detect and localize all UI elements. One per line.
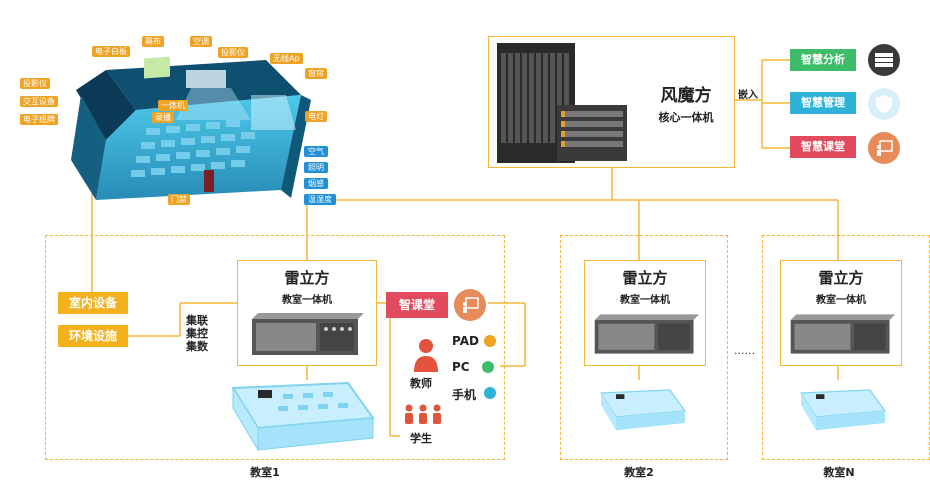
- teacher-label: 教师: [410, 377, 432, 390]
- pad-icon: [484, 335, 496, 347]
- classroom2-unit-title: 雷立方: [622, 269, 668, 287]
- device-pad-label: PAD: [452, 334, 479, 348]
- classroomN-unit-title: 雷立方: [818, 269, 864, 287]
- pc-icon: [482, 361, 494, 373]
- label-curtain: 窗帘: [305, 68, 327, 79]
- classroom2-unit-box: 雷立方 教室一体机: [584, 260, 706, 366]
- classroom2-caption: 教室2: [624, 466, 654, 479]
- classroomN-unit-box: 雷立方 教室一体机: [780, 260, 902, 366]
- device-pc-label: PC: [452, 360, 470, 374]
- smart-analysis-box: 智慧分析: [790, 49, 856, 71]
- core-subtitle: 核心一体机: [658, 111, 714, 124]
- smart-class-box: 智慧课堂: [790, 136, 856, 158]
- label-temp-humidity: 温湿度: [304, 194, 336, 205]
- label-all-in-one: 一体机: [158, 100, 188, 111]
- students-icon: [405, 404, 441, 424]
- label-interactive-device: 交互设备: [20, 96, 58, 107]
- classroomN-caption: 教室N: [823, 466, 855, 479]
- label-projector-top: 投影仪: [218, 47, 248, 58]
- label-smoke: 烟感: [304, 178, 328, 189]
- environment-box: 环境设施: [58, 325, 128, 347]
- label-recording: 录播: [152, 112, 174, 123]
- classroom1-unit-image: [252, 313, 364, 355]
- device-phone-label: 手机: [452, 388, 477, 402]
- smart-class-label: 智课堂: [386, 292, 448, 318]
- classroom2-room-image: [599, 389, 687, 431]
- ellipsis: ......: [734, 344, 755, 357]
- core-server-image: [497, 43, 627, 163]
- label-wireless-ap: 无线Ap: [270, 53, 303, 64]
- indoor-devices-box: 室内设备: [58, 292, 128, 314]
- classroom1-unit-subtitle: 教室一体机: [282, 295, 332, 306]
- label-lighting: 照明: [304, 162, 328, 173]
- core-title: 风魔方: [660, 86, 712, 106]
- classroom1-room-image: [231, 381, 375, 452]
- classroomN-unit-image: [790, 314, 896, 354]
- label-light: 电灯: [305, 111, 327, 122]
- classroom-3d-illustration: [71, 56, 311, 200]
- label-projector-left: 投影仪: [20, 78, 50, 89]
- smart-management-box: 智慧管理: [790, 92, 856, 114]
- student-label: 学生: [410, 432, 432, 445]
- classroom1-unit-title: 雷立方: [284, 269, 330, 287]
- server-icon: [868, 44, 900, 76]
- collect-label-1: 集联: [186, 314, 208, 327]
- classroomN-room-image: [799, 389, 887, 431]
- label-air: 空气: [304, 146, 328, 157]
- collect-label-3: 集数: [186, 340, 208, 353]
- label-screen: 幕布: [142, 36, 164, 47]
- classroom1-caption: 教室1: [250, 466, 280, 479]
- embed-label: 嵌入: [738, 90, 758, 101]
- phone-icon: [484, 387, 496, 399]
- classroom2-unit-image: [594, 314, 700, 354]
- smart-class-icon: [454, 289, 486, 321]
- teacher-icon: [414, 339, 438, 372]
- classroom2-unit-subtitle: 教室一体机: [620, 295, 670, 306]
- core-box: 风魔方 核心一体机: [488, 36, 735, 168]
- shield-icon: [868, 88, 900, 120]
- label-class-sign: 电子班牌: [20, 114, 58, 125]
- label-access-control: 门禁: [168, 194, 190, 205]
- label-whiteboard: 电子白板: [92, 46, 130, 57]
- classroom1-region: [45, 235, 505, 460]
- label-aircon: 空调: [190, 36, 212, 47]
- chalkboard-icon: [868, 132, 900, 164]
- collect-label-2: 集控: [186, 327, 208, 340]
- classroom1-unit-box: 雷立方 教室一体机: [237, 260, 377, 366]
- classroomN-unit-subtitle: 教室一体机: [816, 295, 866, 306]
- classroom2-region: [560, 235, 728, 460]
